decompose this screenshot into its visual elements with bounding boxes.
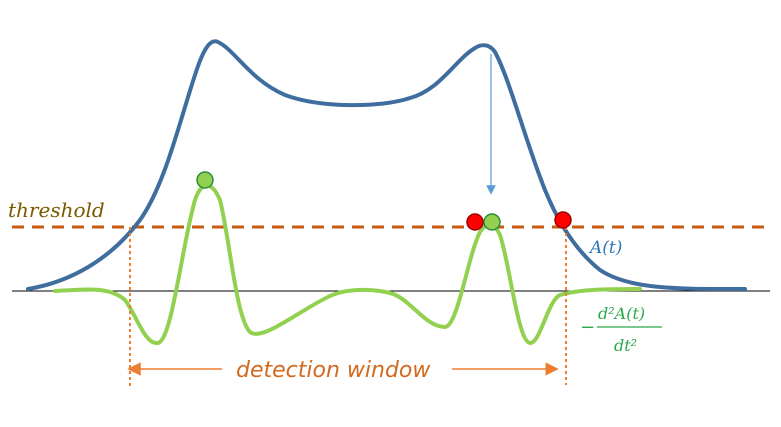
signal-curve — [26, 39, 747, 292]
detection-window-label: detection window — [236, 358, 431, 383]
threshold-crossing-marker — [554, 211, 572, 229]
derivative-numerator: d²A(t) — [598, 304, 645, 323]
derivative-minus: − — [580, 317, 595, 338]
threshold-crossing-marker — [466, 213, 484, 231]
derivative-peak-marker — [483, 213, 501, 231]
second-derivative-curve — [53, 183, 642, 345]
signal-label: A(t) — [588, 238, 622, 258]
derivative-peak-marker — [196, 171, 214, 189]
threshold-label: threshold — [8, 198, 105, 222]
derivative-denominator: dt² — [614, 336, 637, 355]
